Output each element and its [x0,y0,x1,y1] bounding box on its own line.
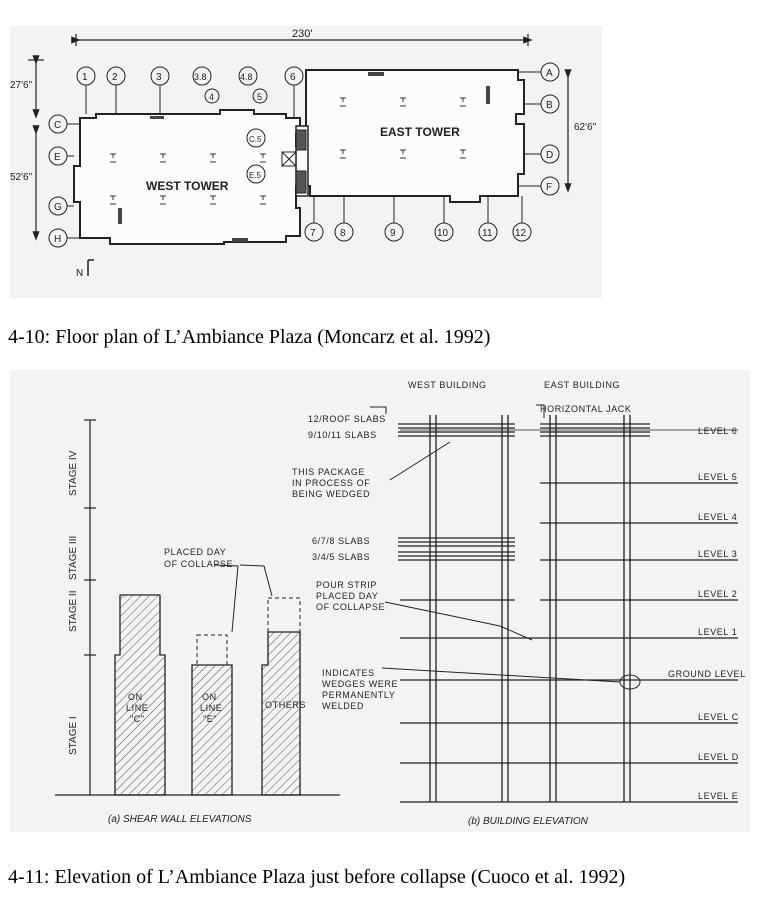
grid-label-2: 2 [112,72,118,83]
placed-day-line-2: OF COLLAPSE [164,559,233,569]
pour-strip-1: POUR STRIP [316,580,377,590]
wall-e-label-2: LINE [200,703,222,713]
wedges-note-1: INDICATES [322,668,375,678]
west-building-label: WEST BUILDING [408,380,487,390]
package-note-3: BEING WEDGED [292,489,370,499]
wall-c-label-1: ON [128,692,143,702]
placed-day-line-1: PLACED DAY [164,547,226,557]
grid-label-b: B [546,100,553,111]
grid-label-12: 12 [515,228,527,239]
wall-c-label-3: "C" [130,714,145,724]
grid-label-4-8: 4.8 [240,72,253,82]
grid-label-5: 5 [257,92,262,102]
stage-4-label: STAGE IV [68,450,79,496]
grid-label-c: C [54,120,61,131]
overall-dimension-label: 230' [292,28,312,40]
level-5-label: LEVEL 5 [698,472,737,482]
grid-label-e-5: E.5 [249,171,262,180]
elevation-drawing: STAGE I STAGE II STAGE III STAGE IV PLAC… [55,380,746,827]
stage-2-label: STAGE II [68,591,79,633]
east-tower-outline [305,69,525,203]
grid-label-c-5: C.5 [249,135,262,144]
level-4-label: LEVEL 4 [698,512,737,522]
slabs-6-8-label: 6/7/8 SLABS [312,536,370,546]
grid-label-9: 9 [390,228,396,239]
grid-label-3-8: 3.8 [194,72,207,82]
level-c-label: LEVEL C [698,712,739,722]
level-6-label: LEVEL 6 [698,426,737,436]
grid-label-g: G [54,202,62,213]
figure-caption-elevation: 4-11: Elevation of L’Ambiance Plaza just… [8,866,626,888]
grid-label-1: 1 [82,72,88,83]
package-note-2: IN PROCESS OF [292,478,370,488]
wedges-note-4: WELDED [322,701,364,711]
stage-3-label: STAGE III [68,536,79,580]
wall-e-label-3: "E" [203,714,217,724]
level-3-label: LEVEL 3 [698,549,737,559]
north-arrow-icon [87,259,94,276]
dimension-left-top: 27'6" [10,80,33,91]
grid-label-6: 6 [290,72,296,83]
elevation-figure: STAGE I STAGE II STAGE III STAGE IV PLAC… [10,370,750,832]
level-e-label: LEVEL E [698,791,738,801]
level-2-label: LEVEL 2 [698,589,737,599]
grid-label-d: D [546,150,553,161]
pour-strip-3: OF COLLAPSE [316,602,385,612]
grid-label-4: 4 [209,92,214,102]
subfigure-a-label: (a) SHEAR WALL ELEVATIONS [108,814,252,825]
shear-wall-others [261,631,301,796]
shear-wall-line-c [114,594,166,796]
slabs-9-11-label: 9/10/11 SLABS [308,430,377,440]
level-d-label: LEVEL D [698,752,739,762]
grid-label-h: H [54,234,61,245]
figure-caption-floor-plan: 4-10: Floor plan of L’Ambiance Plaza (Mo… [8,326,491,348]
floor-plan-figure: WEST TOWER EAST TOWER 230' 27'6" 52'6" 6… [10,26,602,298]
wall-others-label: OTHERS [265,700,306,710]
wedges-note-2: WEDGES WERE [322,679,398,689]
east-tower-label: EAST TOWER [380,125,460,139]
west-tower-outline [73,109,301,245]
package-note-1: THIS PACKAGE [292,467,365,477]
grid-label-3: 3 [156,72,162,83]
grid-label-7: 7 [310,228,316,239]
subfigure-b-label: (b) BUILDING ELEVATION [468,816,589,827]
grid-label-10: 10 [437,228,449,239]
roof-slabs-label: 12/ROOF SLABS [308,414,386,424]
floor-plan-drawing: WEST TOWER EAST TOWER 230' 27'6" 52'6" 6… [10,28,597,279]
pour-strip-2: PLACED DAY [316,591,378,601]
north-label: N [76,268,83,279]
wall-c-label-2: LINE [126,703,148,713]
dimension-right: 62'6" [574,122,597,133]
grid-label-a: A [546,68,553,79]
dimension-left-mid: 52'6" [10,172,33,183]
slabs-3-5-label: 3/4/5 SLABS [312,552,370,562]
grid-label-8: 8 [340,228,346,239]
grid-label-f: F [546,182,552,193]
west-tower-label: WEST TOWER [146,179,229,193]
ground-level-label: GROUND LEVEL [668,669,746,679]
wedges-note-3: PERMANENTLY [322,690,395,700]
stage-1-label: STAGE I [68,716,79,755]
east-building-label: EAST BUILDING [544,380,620,390]
grid-label-11: 11 [482,228,493,239]
shear-wall-line-e [191,664,233,796]
level-1-label: LEVEL 1 [698,627,737,637]
horizontal-jack-label: HORIZONTAL JACK [540,404,632,414]
wall-e-label-1: ON [202,692,217,702]
grid-label-e: E [54,152,61,163]
